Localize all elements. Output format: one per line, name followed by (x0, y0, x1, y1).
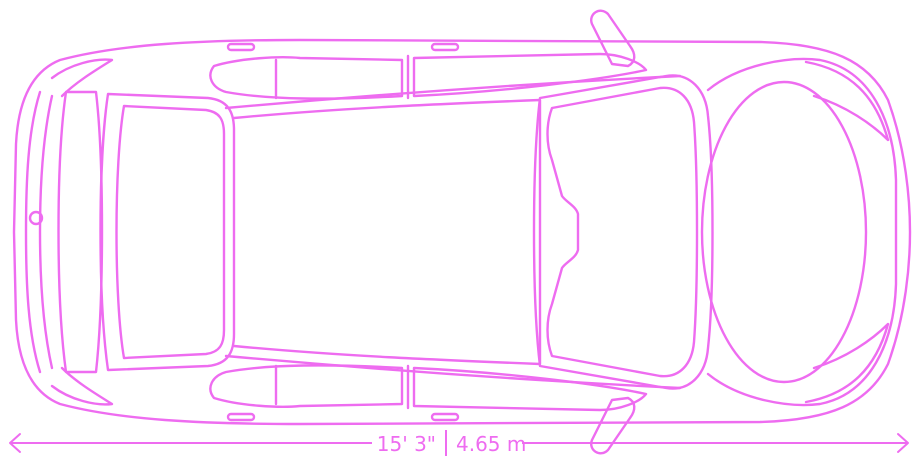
dimension-metric: 4.65 m (456, 432, 526, 456)
dimension-imperial: 15' 3" (377, 432, 436, 456)
arrow-left-icon (9, 433, 21, 453)
windshield-frame (532, 74, 714, 390)
rear-window-frame (99, 92, 236, 372)
side-window-top-front (412, 52, 648, 98)
side-window-bottom-rear (209, 364, 404, 408)
door-handle-bottom-front (430, 412, 460, 422)
car-top-view (12, 9, 912, 455)
door-handle-top-front (430, 42, 460, 52)
windshield (546, 86, 699, 378)
trunk-lid (57, 90, 104, 374)
hood-center (700, 80, 868, 384)
rear-emblem (28, 210, 44, 226)
door-handle-bottom-rear (226, 412, 256, 422)
roof (232, 98, 542, 366)
arrow-right-icon (897, 433, 909, 453)
door-handle-top-rear (226, 42, 256, 52)
body-outline (12, 38, 912, 426)
rear-window (115, 104, 226, 360)
headlight-bottom (804, 322, 890, 404)
side-window-bottom-front (412, 366, 648, 412)
rear-bumper-inner (38, 94, 54, 370)
rear-bumper (24, 90, 42, 374)
rear-light-top (50, 58, 114, 98)
side-window-top-rear (209, 56, 404, 100)
rear-light-bottom (50, 366, 114, 406)
mirror-top (590, 9, 636, 68)
hood (706, 57, 898, 407)
roof-rail-bottom (224, 354, 682, 390)
length-dimension: 15' 3" 4.65 m (9, 430, 909, 456)
mirror-bottom (590, 396, 636, 455)
roof-rail-top (224, 74, 682, 110)
headlight-top (804, 60, 890, 142)
